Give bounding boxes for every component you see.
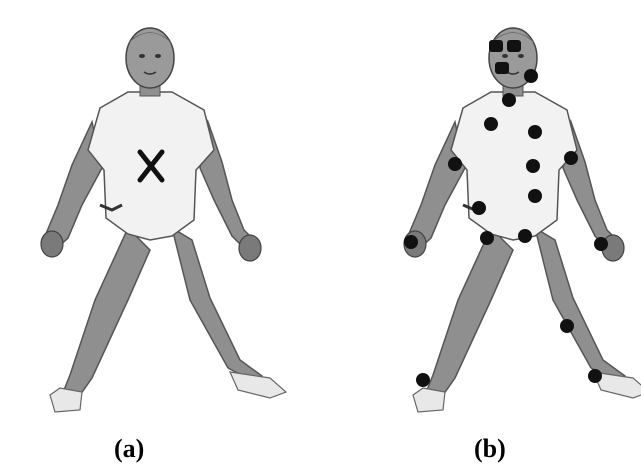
marker-dot	[588, 369, 602, 383]
marker-dot	[416, 373, 430, 387]
marker-dot	[472, 201, 486, 215]
marker-dot	[502, 93, 516, 107]
marker-dot	[448, 157, 462, 171]
marker-dot	[489, 40, 503, 52]
marker-dot	[528, 125, 542, 139]
marker-dot	[480, 231, 494, 245]
marker-dot	[564, 151, 578, 165]
marker-dot	[404, 235, 418, 249]
marker-dot	[594, 237, 608, 251]
marker-dot	[518, 229, 532, 243]
panel-b	[404, 28, 641, 412]
marker-dot	[507, 40, 521, 52]
marker-dot	[484, 117, 498, 131]
panel-a	[41, 28, 286, 412]
marker-dot	[526, 159, 540, 173]
marker-dot	[524, 69, 538, 83]
caption-a: (a)	[114, 436, 144, 462]
person-figure-b	[404, 28, 641, 412]
person-figure-a	[41, 28, 286, 412]
marker-dot	[528, 189, 542, 203]
marker-dot	[560, 319, 574, 333]
caption-b: (b)	[474, 436, 506, 462]
marker-dot	[495, 62, 509, 74]
